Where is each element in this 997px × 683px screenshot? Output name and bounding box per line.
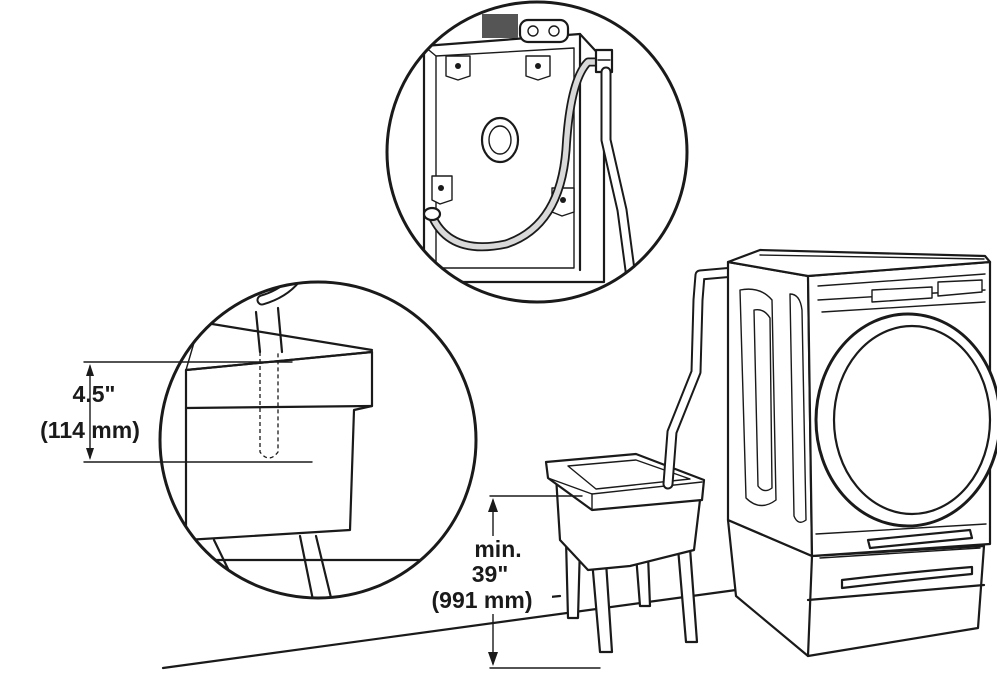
washer-top [726, 248, 992, 278]
drain-elbow [594, 48, 614, 74]
standpipe-depth-metric-label: (114 mm) [40, 417, 140, 443]
tub-height-dimension [460, 495, 601, 669]
drum-hub [480, 116, 520, 164]
pedestal-drawer-handle [840, 565, 974, 590]
standpipe-callout [158, 280, 478, 600]
control-dial-area [937, 279, 983, 297]
water-inlet-plate [518, 18, 570, 44]
tub-leg-front-right [590, 558, 614, 654]
back-vent-grille [482, 14, 518, 38]
drain-hose [662, 266, 740, 490]
washer-back-callout [385, 0, 689, 304]
tub-height-metric-label: (991 mm) [432, 587, 533, 613]
tub-leg-back-right [676, 546, 699, 644]
tub-height-value-label: 39" [472, 561, 509, 587]
control-display [871, 286, 933, 303]
laundry-tub [544, 452, 706, 654]
standpipe-depth-label: 4.5" [73, 381, 116, 407]
washer-kick-panel [866, 528, 974, 550]
washer [726, 248, 997, 658]
washer-door [814, 312, 997, 528]
tub-height-min-label: min. [474, 536, 521, 562]
standpipe-depth-dimension [83, 361, 313, 463]
